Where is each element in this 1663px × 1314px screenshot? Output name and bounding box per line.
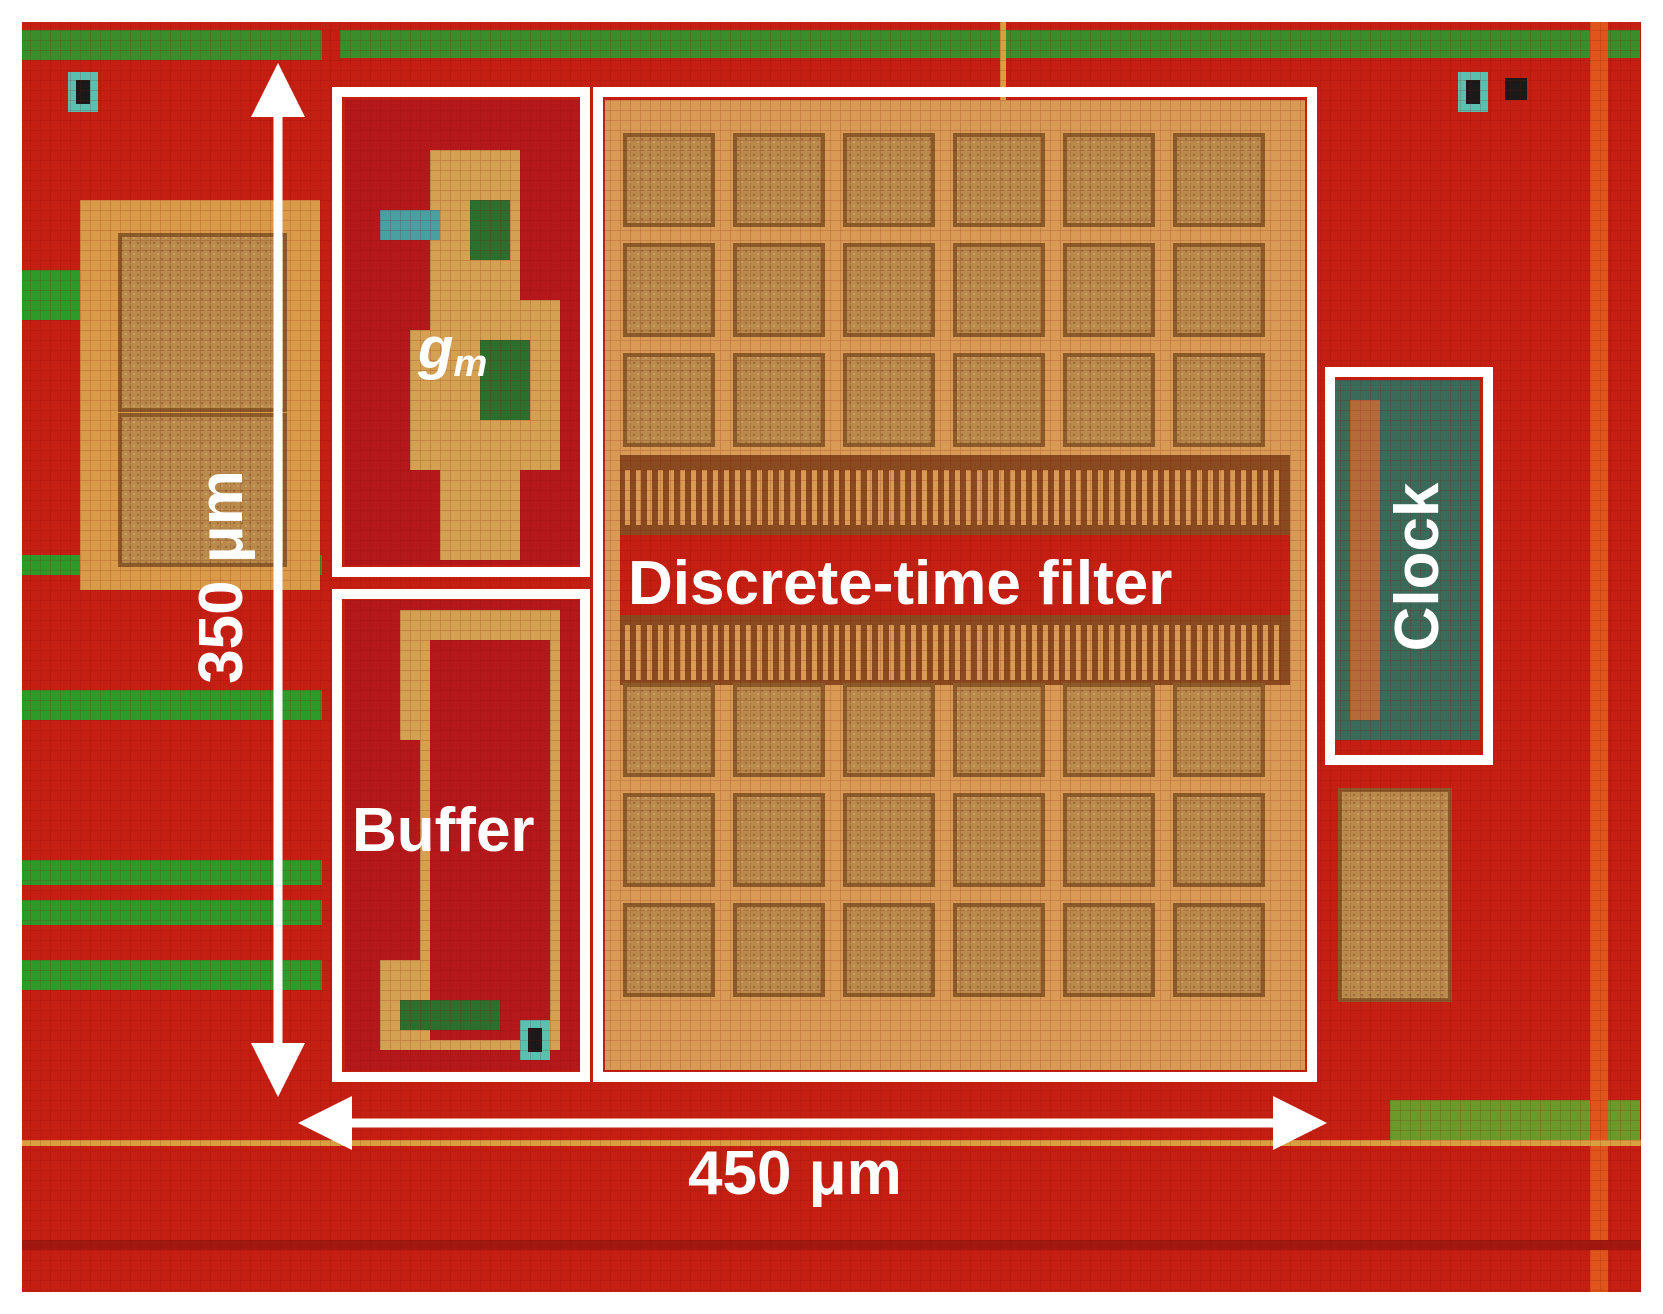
clock-label: Clock (1383, 482, 1452, 652)
gm-label-sub: m (453, 343, 488, 385)
buffer-label: Buffer (352, 796, 535, 865)
filter-label: Discrete-time filter (628, 549, 1173, 618)
gm-label: gm (418, 320, 488, 385)
gm-box (332, 87, 590, 577)
clock-box (1325, 367, 1493, 765)
height-dimension-label: 350 μm (187, 470, 256, 684)
width-dimension-label: 450 μm (688, 1139, 902, 1208)
annotation-boxes (332, 87, 1493, 1082)
gm-label-main: g (418, 316, 454, 381)
filter-box (593, 87, 1317, 1082)
buffer-box (332, 589, 590, 1082)
